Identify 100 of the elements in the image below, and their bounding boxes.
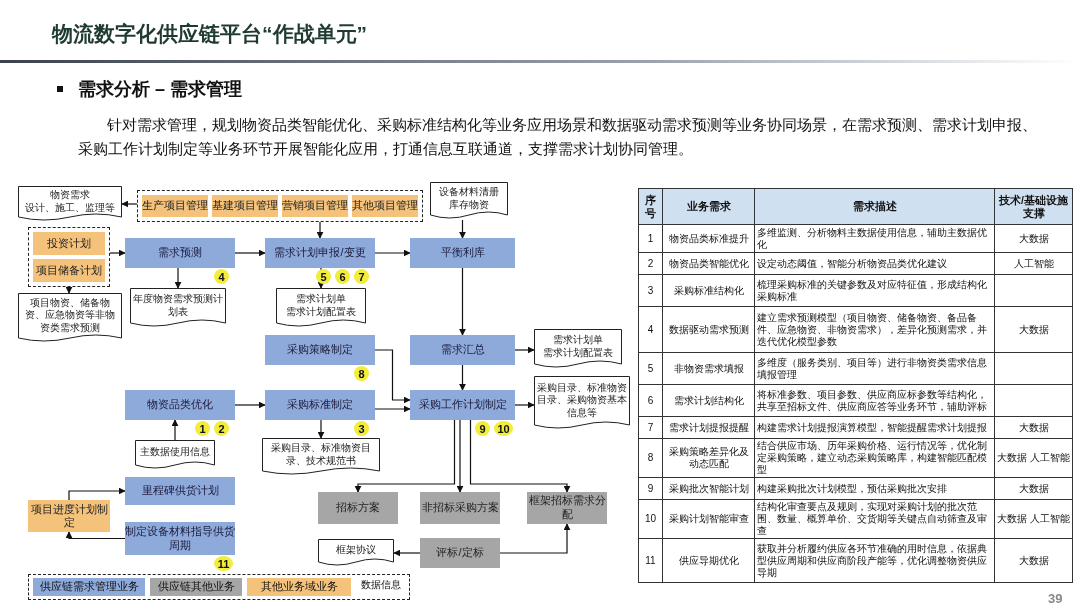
table-cell: 4 (638, 306, 663, 353)
table-cell: 6 (638, 384, 663, 417)
arrow (514, 346, 535, 354)
process-box: 里程碑供货计划 (125, 477, 235, 505)
process-box: 基建项目管理 (212, 195, 278, 217)
table-cell: 将标准参数、项目参数、供应商应标参数等结构化，共享至招标文件、供应商应答等业务环节，辅助评标 (754, 384, 995, 417)
table-cell: 构建需求计划提报演算模型，智能提醒需求计划提报 (754, 416, 995, 439)
process-box: 采购策略制定 (265, 335, 375, 365)
callout-number: 2 (214, 421, 229, 436)
process-box: 采购工作计划制定 (410, 390, 515, 420)
table-cell: 构建采购批次计划模型，预估采购批次安排 (754, 477, 995, 500)
document-box: 采购目录、标准物资目录、技术规范书 (262, 438, 380, 476)
table-cell: 多维监测、分析物料主数据使用信息，辅助主数据优化 (754, 224, 995, 253)
document-box: 需求计划单 需求计划配置表 (534, 329, 622, 369)
callout-number: 1 (195, 421, 210, 436)
document-box: 年度物资需求预测计划表 (130, 288, 226, 328)
callout-number: 7 (354, 269, 369, 284)
table-cell: 人工智能 (994, 252, 1073, 275)
process-box: 评标/定标 (420, 538, 500, 568)
arrow (514, 401, 535, 409)
document-box: 采购目录、标准物资目录、采购物资基本信息等 (534, 376, 630, 430)
table-cell: 多维度（服务类别、项目等）进行非物资类需求信息填报管理 (754, 352, 995, 385)
arrow (234, 249, 266, 257)
table-cell: 1 (638, 224, 663, 253)
process-box: 需求汇总 (410, 335, 515, 365)
page-title: 物流数字化供应链平台“作战单元” (52, 21, 368, 47)
table-cell: 9 (638, 477, 663, 500)
arrow (68, 487, 126, 501)
callout-number: 10 (494, 421, 513, 436)
callout-number: 5 (316, 269, 331, 284)
table-cell: 大数据 人工智能 (994, 499, 1073, 539)
legend-item: 供应链需求管理业务 (33, 578, 145, 596)
table-cell: 结合供应市场、历年采购价格、运行情况等，优化制定采购策略，建立动态采购策略库，构建智能匹配模型 (754, 438, 995, 478)
process-box: 采购标准制定 (265, 390, 375, 420)
table-cell: 物资品类标准提升 (662, 224, 755, 253)
table-cell: 结构化审查要点及规则，实现对采购计划的批次范围、数量、概算单价、交货期等关键点自动筛查及审查 (754, 499, 995, 539)
legend-item: 其他业务域业务 (247, 578, 351, 596)
table-cell: 梳理采购标准的关键参数及对应特征值，形成结构化采购标准 (754, 274, 995, 307)
callout-number: 8 (354, 366, 369, 381)
table-cell: 大数据 (994, 477, 1073, 500)
legend-item: 数据信息 (356, 578, 406, 596)
table-cell: 需求计划结构化 (662, 384, 755, 417)
process-box: 平衡利库 (410, 238, 515, 268)
intro-paragraph: 针对需求管理，规划物资品类智能优化、采购标准结构化等业务应用场景和数据驱动需求预测等业务协同场景，在需求预测、需求计划申报、采购工作计划制定等业务环节开展智能化应用，打通信息互联通道，支撑需求计划协同管理。 (78, 116, 1038, 159)
table-cell: 8 (638, 438, 663, 478)
arrow (65, 286, 73, 294)
table-cell: 数据驱动需求预测 (662, 306, 755, 353)
arrow (354, 419, 456, 493)
section-heading: 需求分析 – 需求管理 (78, 78, 243, 101)
process-box: 制定设备材料指导供货周期 (125, 522, 235, 555)
table-cell: 非物资需求填报 (662, 352, 755, 385)
arrow (317, 267, 325, 289)
callout-number: 6 (335, 269, 350, 284)
arrow (65, 531, 126, 540)
arrow (456, 419, 464, 493)
dashed-group-frame (137, 190, 423, 222)
process-box: 需求计划申报/变更 (265, 238, 375, 268)
table-cell: 10 (638, 499, 663, 539)
table-cell: 11 (638, 538, 663, 583)
table-cell: 需求计划提报提醒 (662, 416, 755, 439)
dashed-group-frame (28, 227, 110, 287)
table-cell: 采购策略差异化及动态匹配 (662, 438, 755, 478)
table-cell: 大数据 人工智能 (994, 438, 1073, 478)
arrow (109, 249, 126, 257)
table-cell: 大数据 (994, 538, 1073, 583)
process-box: 生产项目管理 (142, 195, 208, 217)
process-box: 项目储备计划 (33, 259, 105, 282)
arrow (469, 419, 571, 493)
callout-number: 9 (475, 421, 490, 436)
table-cell: 大数据 (994, 306, 1073, 353)
arrow (459, 364, 466, 391)
table-cell: 采购批次智能计划 (662, 477, 755, 500)
column-header: 序号 (638, 188, 663, 225)
process-box: 招标方案 (318, 492, 398, 524)
column-header: 技术/基础设施支撑 (994, 188, 1073, 225)
table-cell: 建立需求预测模型（项目物资、储备物资、备品备件、应急物资、非物资需求），差异化预测需求，并迭代优化模型参数 (754, 306, 995, 353)
table-cell: 2 (638, 252, 663, 275)
table-cell: 7 (638, 416, 663, 439)
process-box: 需求预测 (125, 238, 235, 268)
document-box: 物资需求 设计、施工、监理等 (18, 186, 122, 222)
process-box: 其他项目管理 (352, 195, 418, 217)
table-cell: 物资品类智能优化 (662, 252, 755, 275)
arrow (499, 523, 571, 554)
process-box: 物资品类优化 (125, 390, 235, 420)
process-box: 框架招标需求分配 (527, 492, 607, 524)
arrow (171, 419, 179, 441)
arrow (121, 200, 138, 208)
arrow (316, 221, 324, 239)
process-box: 项目进度计划制定 (28, 500, 110, 532)
page-number: 39 (1048, 591, 1064, 607)
arrow (374, 249, 411, 257)
table-cell: 采购计划智能审查 (662, 499, 755, 539)
table-cell: 3 (638, 274, 663, 307)
table-cell: 供应导期优化 (662, 538, 755, 583)
arrow (234, 401, 266, 409)
table-cell: 设定动态阈值，智能分析物资品类优化建议 (754, 252, 995, 275)
callout-number: 3 (354, 421, 369, 436)
arrow (317, 419, 325, 439)
document-box: 主数据使用信息 (135, 440, 215, 470)
callout-number: 4 (214, 269, 229, 284)
